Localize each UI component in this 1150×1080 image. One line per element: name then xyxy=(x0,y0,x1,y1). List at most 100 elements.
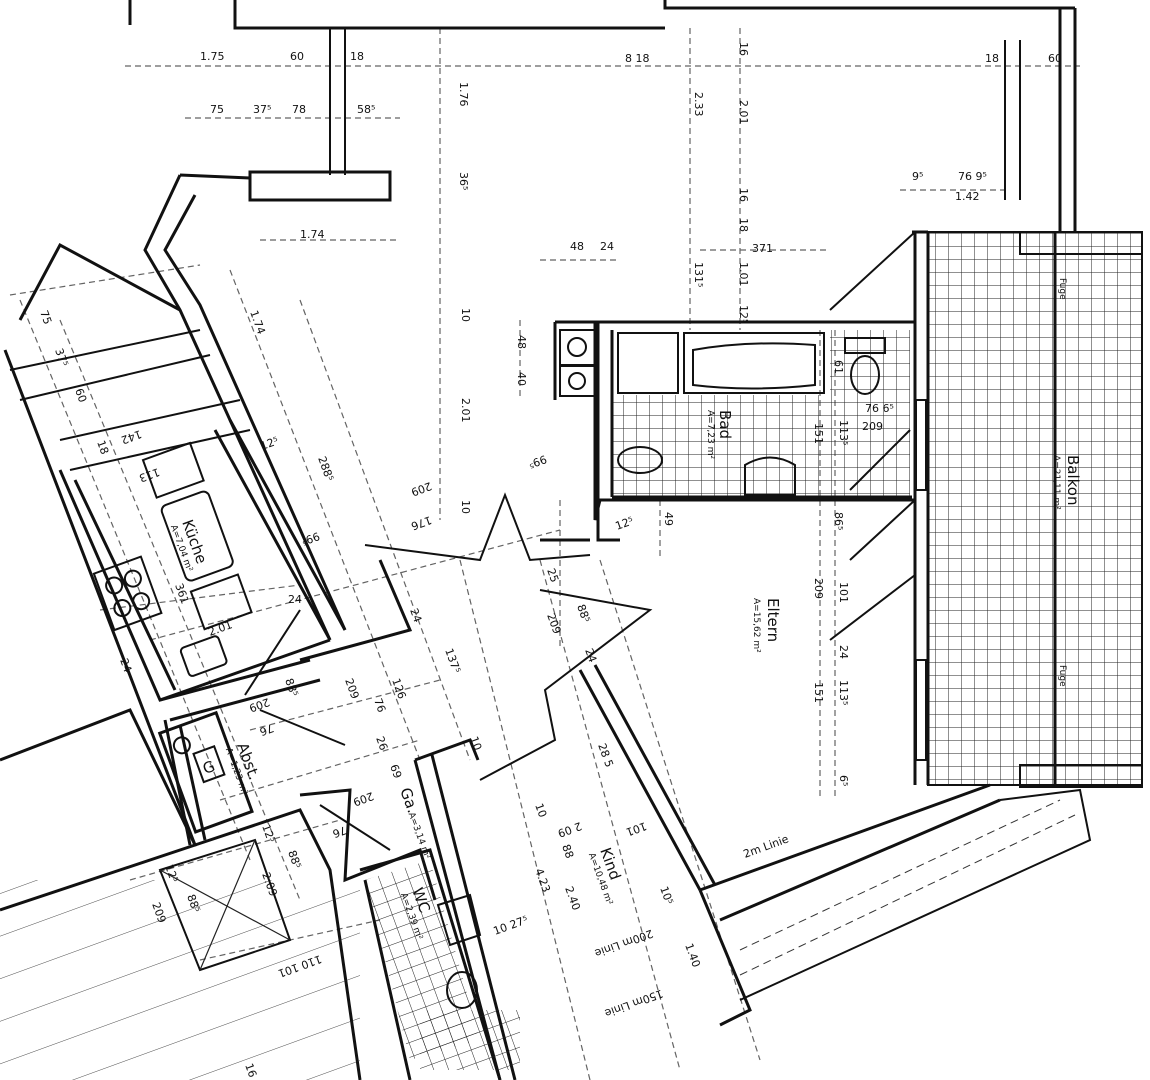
room-area-eltern: A=15,62 m² xyxy=(751,598,761,653)
dimension-label: 1.75 xyxy=(200,50,225,63)
dimension-label: 176 xyxy=(409,513,433,532)
dimension-label: 10 xyxy=(459,500,472,514)
dimension-label: 1.40 xyxy=(682,942,703,969)
dimension-label: 28 5 xyxy=(595,742,616,769)
dimension-label: 209 xyxy=(351,789,375,808)
bathroom xyxy=(540,320,917,542)
dimension-label: 16 xyxy=(737,188,750,202)
dimension-label: 88⁵ xyxy=(282,677,301,699)
dimension-label: 75 xyxy=(210,103,224,116)
dimension-label: 137⁵ xyxy=(442,647,463,675)
dimension-label: 10 xyxy=(532,802,549,820)
dimension-label: 6⁵ xyxy=(837,775,850,786)
dimension-label: 2.01 xyxy=(207,618,234,639)
dimension-label: 1.42 xyxy=(955,190,980,203)
dimension-label: 2.40 xyxy=(562,885,583,912)
stove-icon xyxy=(92,555,163,632)
fuge-label-top: Fuge xyxy=(1057,278,1067,300)
dimension-label: 49 xyxy=(662,512,675,526)
dimension-label: 18 xyxy=(737,218,750,232)
dimension-label: 113 xyxy=(137,465,161,484)
dimension-label: 18 xyxy=(350,50,364,63)
dimension-label: 60 xyxy=(1048,52,1062,65)
dimension-label: 1.76 xyxy=(457,82,470,107)
dimension-label: 101 xyxy=(837,582,850,603)
dimension-label: 40 xyxy=(515,372,528,386)
dimension-label: 61 xyxy=(832,360,845,374)
line-2m-label: 2m Linie xyxy=(742,832,791,860)
bidet-icon xyxy=(617,446,663,474)
dimension-label: 76 xyxy=(331,823,349,840)
dimension-label: 26 xyxy=(373,735,390,753)
dimension-label: 209 xyxy=(812,578,825,599)
dimension-label: 361 xyxy=(172,582,191,606)
dimension-label: 18 xyxy=(94,439,111,457)
balcony xyxy=(927,231,1143,788)
dimension-label: 18 xyxy=(985,52,999,65)
dimension-label: 151 xyxy=(812,423,825,444)
room-name-eltern: Eltern xyxy=(764,598,782,642)
dimension-label: 12⁵ xyxy=(259,823,278,845)
dimension-label: 88⁵ xyxy=(574,603,593,625)
dimension-label: 209 xyxy=(342,677,361,701)
dimension-label: 10⁵ xyxy=(657,885,676,907)
sink-icon xyxy=(179,635,228,677)
wc-toilet-icon xyxy=(446,971,478,1009)
dimension-label: 1.74 xyxy=(247,309,268,336)
dimension-label: 37⁵ xyxy=(253,103,271,116)
dimension-label: 88 xyxy=(559,843,576,861)
walls xyxy=(0,0,1077,1080)
dimension-lines xyxy=(9,28,1080,1080)
dimension-label: 99⁵ xyxy=(527,452,549,471)
dimension-label: 60 xyxy=(72,387,89,405)
dimension-label: 76 6⁵ xyxy=(865,402,894,415)
door-swings xyxy=(244,492,653,851)
line-200m-label: 200m Linie xyxy=(593,927,655,960)
dimension-label: 86⁵ xyxy=(832,512,845,530)
dimension-label: 76 xyxy=(371,697,388,715)
dimension-label: 113⁵ xyxy=(837,680,850,705)
room-name-ga: Ga. xyxy=(396,785,422,815)
stairwell xyxy=(0,880,360,1080)
room-name-bad: Bad xyxy=(716,410,734,439)
dimension-label: 10 xyxy=(467,735,484,753)
dimension-label: 48 xyxy=(570,240,584,253)
dimension-label: 24 xyxy=(837,645,850,659)
dimension-label: 37⁵ xyxy=(52,347,71,369)
gas-symbol-label: G xyxy=(200,757,217,778)
shower-tray-icon xyxy=(617,332,679,394)
dimension-label: 10 27⁵ xyxy=(492,913,530,937)
dimension-label: 209 xyxy=(862,420,883,433)
dimension-label: 9⁵ xyxy=(912,170,923,183)
bathtub-icon xyxy=(692,342,816,390)
dimension-label: 99⁵ xyxy=(300,529,322,548)
dimension-label: 12⁵ xyxy=(614,514,636,533)
dimension-label: 75 xyxy=(37,309,54,327)
dimension-label: 288⁵ xyxy=(315,455,336,483)
dimension-label: 2.01 xyxy=(459,398,472,423)
dimension-label: 24 xyxy=(600,240,614,253)
room-area-bad: A=7,23 m² xyxy=(705,410,715,459)
dimension-label: 48 xyxy=(515,335,528,349)
dimension-label: 76 9⁵ xyxy=(958,170,987,183)
dimension-label: 101 xyxy=(624,819,648,838)
dimension-label: 2.01 xyxy=(737,100,750,125)
dimension-label: 209 xyxy=(409,479,433,498)
dimension-label: 126 xyxy=(389,677,408,701)
dimension-label: 113⁵ xyxy=(837,420,850,445)
dimension-label: 209 xyxy=(544,612,563,636)
dimension-label: 69 xyxy=(387,763,404,781)
dimension-label: 4.23 xyxy=(532,867,553,894)
dimension-label: 12⁵ xyxy=(737,305,750,323)
fuge-label-bottom: Fuge xyxy=(1057,665,1067,687)
dimension-label: 371 xyxy=(752,242,773,255)
line-150m-label: 150m Linie xyxy=(603,987,665,1020)
dimension-label: 25 xyxy=(544,567,561,585)
dimension-label: 2 09 xyxy=(556,819,583,840)
room-area-balkon: A=21,11 m² xyxy=(1051,455,1061,510)
wc-washbasin-icon xyxy=(436,893,482,947)
dimension-label: 78 xyxy=(292,103,306,116)
dimension-label: 58⁵ xyxy=(357,103,375,116)
